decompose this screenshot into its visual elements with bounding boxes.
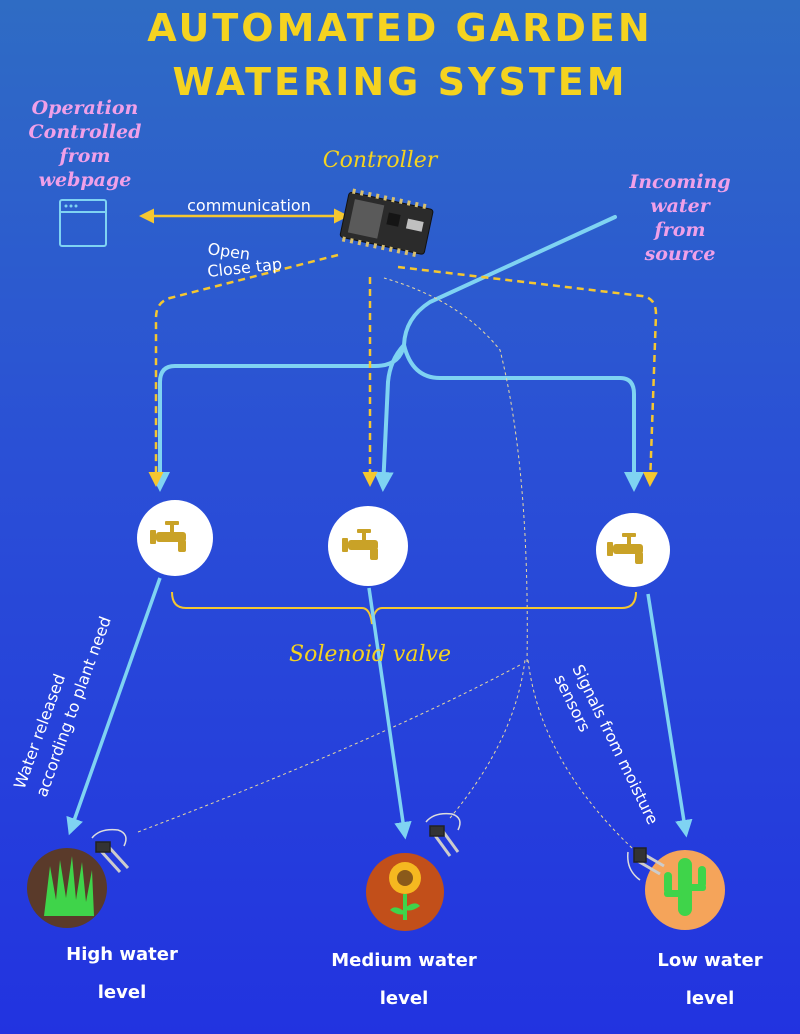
plant-medium-water	[366, 853, 444, 931]
plant-label-high: High water level	[32, 936, 212, 1012]
title-line-2: WATERING SYSTEM	[172, 60, 628, 104]
plant-label-low-line2: level	[685, 988, 735, 1009]
solenoid-valve-bracket	[171, 591, 637, 625]
communication-label: communication	[187, 196, 311, 215]
sensor-signals-label-line1: Signals from moisture	[568, 661, 662, 827]
plant-label-low-line1: Low water	[657, 950, 763, 971]
solenoid-valve-label: Solenoid valve	[289, 642, 451, 667]
plant-label-medium-line1: Medium water	[331, 950, 477, 971]
plant-label-high-line1: High water	[66, 944, 178, 965]
solenoid-valve-left	[137, 500, 213, 576]
plant-label-low: Low water level	[620, 942, 800, 1018]
plant-label-medium: Medium water level	[314, 942, 494, 1018]
faucet-icon	[150, 521, 186, 552]
plant-label-high-line2: level	[97, 982, 147, 1003]
plant-low-water	[645, 850, 725, 930]
incoming-water-pipe	[402, 215, 617, 347]
cactus-icon	[664, 858, 706, 916]
controller-label: Controller	[322, 148, 438, 173]
grass-icon	[44, 856, 94, 916]
control-signal-right	[397, 265, 658, 487]
sensor-signal-medium	[449, 659, 526, 819]
faucet-icon	[607, 533, 643, 564]
plant-label-medium-line2: level	[379, 988, 429, 1009]
water-release-low	[646, 593, 693, 838]
water-pipe-middle	[373, 343, 406, 492]
moisture-sensor-medium	[425, 812, 461, 857]
water-release-high	[66, 577, 162, 836]
sensor-signal-low	[527, 659, 633, 849]
title-line-1: AUTOMATED GARDEN	[147, 6, 653, 50]
moisture-sensor-high	[91, 828, 130, 874]
solenoid-valve-right	[596, 513, 670, 587]
microcontroller-board-icon	[339, 188, 434, 257]
solenoid-valve-middle	[328, 506, 408, 586]
faucet-icon	[342, 529, 378, 560]
sunflower-icon	[389, 862, 421, 920]
moisture-sensor-low	[627, 847, 665, 881]
webpage-label: Operation Controlled from webpage	[28, 97, 142, 191]
browser-window-icon	[59, 199, 107, 247]
plant-high-water	[27, 848, 107, 928]
water-pipe-right	[402, 344, 644, 492]
sensor-signal-high	[137, 664, 521, 833]
water-pipe-left	[150, 344, 406, 492]
source-label: Incoming water from source	[629, 171, 731, 265]
water-release-medium	[367, 587, 412, 840]
control-signal-left	[148, 253, 339, 487]
